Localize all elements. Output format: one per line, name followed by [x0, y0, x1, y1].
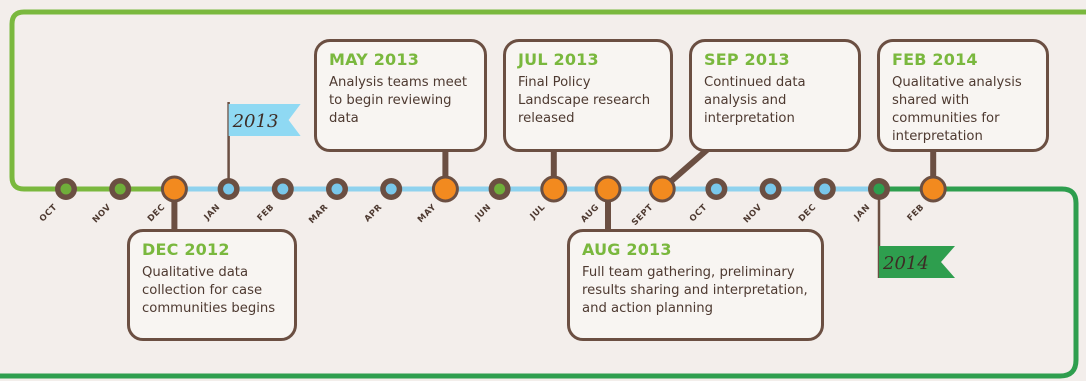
- event-text: Qualitative analysis shared with communi…: [892, 75, 1022, 144]
- month-node-feb: [919, 175, 947, 203]
- event-text: Continued data analysis and interpretati…: [704, 75, 806, 126]
- month-node-jul: [540, 175, 568, 203]
- month-node-sept: [648, 175, 676, 203]
- month-node-may: [431, 175, 459, 203]
- event-date: FEB 2014: [892, 50, 978, 69]
- event-date: AUG 2013: [582, 240, 672, 259]
- event-feb-2014: FEB 2014 Qualitative analysis shared wit…: [877, 39, 1049, 152]
- event-date: MAY 2013: [329, 50, 420, 69]
- month-node-aug: [594, 175, 622, 203]
- event-text: Qualitative data collection for case com…: [142, 265, 276, 316]
- month-node-dot: [331, 183, 343, 195]
- event-sep-2013: SEP 2013 Continued data analysis and int…: [689, 39, 861, 152]
- month-node-dot: [873, 183, 885, 195]
- year-flag-2013: [228, 104, 301, 136]
- lower-frame-line: [0, 186, 1079, 379]
- month-node-dot: [114, 183, 126, 195]
- event-dec-2012: DEC 2012 Qualitative data collection for…: [127, 229, 297, 341]
- event-aug-2013: AUG 2013 Full team gathering, preliminar…: [567, 229, 824, 341]
- year-flag-label-2014: 2014: [882, 253, 929, 274]
- month-node-dot: [494, 183, 506, 195]
- event-text: Final Policy Landscape research released: [518, 75, 651, 126]
- month-node-dot: [710, 183, 722, 195]
- month-node-dot: [277, 183, 289, 195]
- month-node-dot: [60, 183, 72, 195]
- month-node-dec: [160, 175, 188, 203]
- event-date: DEC 2012: [142, 240, 230, 259]
- month-node-dot: [765, 183, 777, 195]
- month-node-dot: [819, 183, 831, 195]
- year-flag-2014: [879, 246, 955, 278]
- year-flag-label-2013: 2013: [232, 111, 279, 132]
- event-text: Analysis teams meet to begin reviewing d…: [329, 75, 468, 126]
- month-node-dot: [385, 183, 397, 195]
- event-may-2013: MAY 2013 Analysis teams meet to begin re…: [314, 39, 487, 152]
- event-jul-2013: JUL 2013 Final Policy Landscape research…: [503, 39, 673, 152]
- event-date: SEP 2013: [704, 50, 790, 69]
- event-date: JUL 2013: [518, 50, 599, 69]
- month-node-dot: [223, 183, 235, 195]
- event-text: Full team gathering, preliminary results…: [582, 265, 808, 316]
- upper-frame-line: [9, 9, 1086, 192]
